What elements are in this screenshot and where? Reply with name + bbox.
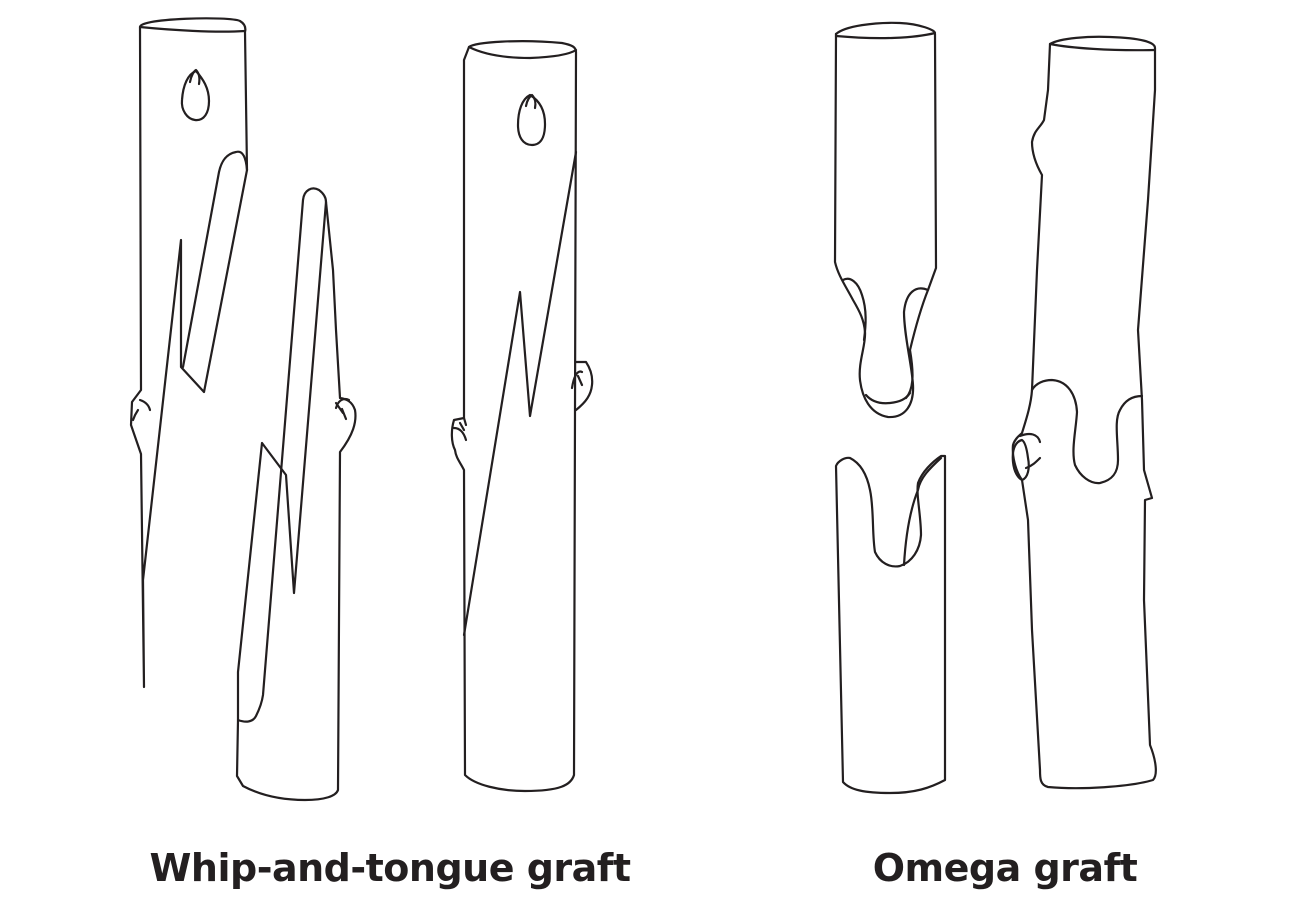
- scion-outline: [129, 17, 249, 689]
- omega-rootstock-inner: [902, 456, 943, 567]
- omega-scion-inner-left: [841, 277, 867, 342]
- rootstock-bud: [334, 397, 351, 421]
- scion-bud-scar: [131, 398, 152, 422]
- caption-omega-graft: Omega graft: [872, 846, 1138, 890]
- scion-bud: [180, 69, 211, 122]
- caption-whip-and-tongue-graft: Whip-and-tongue graft: [149, 846, 632, 890]
- omega-joined-top-ellipse: [1048, 42, 1157, 52]
- omega-joined-bud: [1011, 438, 1030, 482]
- omega-joined-bud-scale: [1018, 432, 1042, 470]
- rootstock-outline: [235, 187, 357, 802]
- omega-joined-seam: [1030, 378, 1144, 485]
- joined-right-bud: [570, 360, 594, 412]
- joined-seam: [462, 150, 578, 637]
- omega-scion-inner-bottom: [864, 391, 912, 405]
- omega-scion: [833, 21, 938, 419]
- whip-tongue-rootstock: [235, 187, 357, 802]
- omega-joined: [1011, 35, 1157, 790]
- omega-scion-outline: [833, 32, 938, 419]
- omega-rootstock-outline: [834, 454, 947, 795]
- whip-tongue-scion: [129, 17, 249, 689]
- scion-bud-tip: [188, 68, 201, 86]
- whip-tongue-joined: [450, 40, 594, 793]
- rootstock-left-edge: [236, 200, 328, 722]
- omega-rootstock: [834, 454, 947, 795]
- omega-scion-top-ellipse: [834, 21, 937, 40]
- joined-top-ellipse: [467, 45, 578, 60]
- joined-outline: [450, 40, 578, 793]
- scion-top-ellipse: [138, 25, 247, 33]
- scion-tongue-ridge: [181, 150, 249, 369]
- omega-joined-outline: [1011, 35, 1157, 790]
- joined-bud-tip: [524, 93, 537, 110]
- joined-bud: [516, 93, 547, 147]
- omega-scion-inner-right: [904, 288, 930, 400]
- joined-left-bud: [452, 416, 468, 442]
